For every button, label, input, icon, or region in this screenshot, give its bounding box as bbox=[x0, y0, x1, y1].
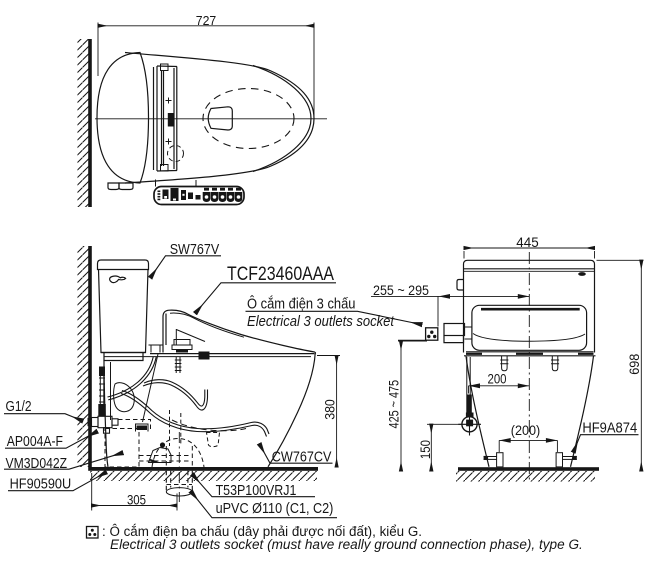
svg-text:Electrical 3 outlets socket: Electrical 3 outlets socket bbox=[247, 314, 395, 330]
svg-text:305: 305 bbox=[127, 492, 146, 508]
svg-text:AP004A-F: AP004A-F bbox=[7, 434, 63, 450]
svg-text:425 ~ 475: 425 ~ 475 bbox=[386, 380, 402, 429]
svg-text:150: 150 bbox=[417, 440, 433, 459]
svg-text:(200): (200) bbox=[511, 422, 541, 438]
svg-text:Ô cắm điện 3 chấu: Ô cắm điện 3 chấu bbox=[247, 296, 356, 313]
svg-text:G1/2: G1/2 bbox=[6, 399, 32, 415]
svg-text:698: 698 bbox=[626, 354, 642, 375]
svg-text:uPVC Ø110 (C1, C2): uPVC Ø110 (C1, C2) bbox=[216, 501, 334, 517]
svg-text:255 ~ 295: 255 ~ 295 bbox=[373, 282, 429, 298]
svg-text:Electrical 3 outlets socket (m: Electrical 3 outlets socket (must have r… bbox=[110, 537, 583, 552]
svg-text:SW767V: SW767V bbox=[170, 242, 220, 258]
svg-text:: Ô cắm điện ba chấu (dây phải: : Ô cắm điện ba chấu (dây phải được nối … bbox=[102, 524, 422, 539]
svg-text:445: 445 bbox=[516, 234, 539, 250]
svg-text:380: 380 bbox=[321, 399, 337, 420]
svg-text:TCF23460AAA: TCF23460AAA bbox=[227, 263, 334, 285]
svg-text:CW767CV: CW767CV bbox=[272, 450, 332, 466]
svg-text:HF90590U: HF90590U bbox=[10, 476, 72, 492]
svg-text:HF9A874: HF9A874 bbox=[582, 421, 637, 437]
svg-text:T53P100VRJ1: T53P100VRJ1 bbox=[216, 483, 297, 499]
svg-text:727: 727 bbox=[196, 13, 217, 28]
svg-text:VM3D042Z: VM3D042Z bbox=[6, 456, 68, 472]
svg-text:200: 200 bbox=[488, 370, 507, 386]
